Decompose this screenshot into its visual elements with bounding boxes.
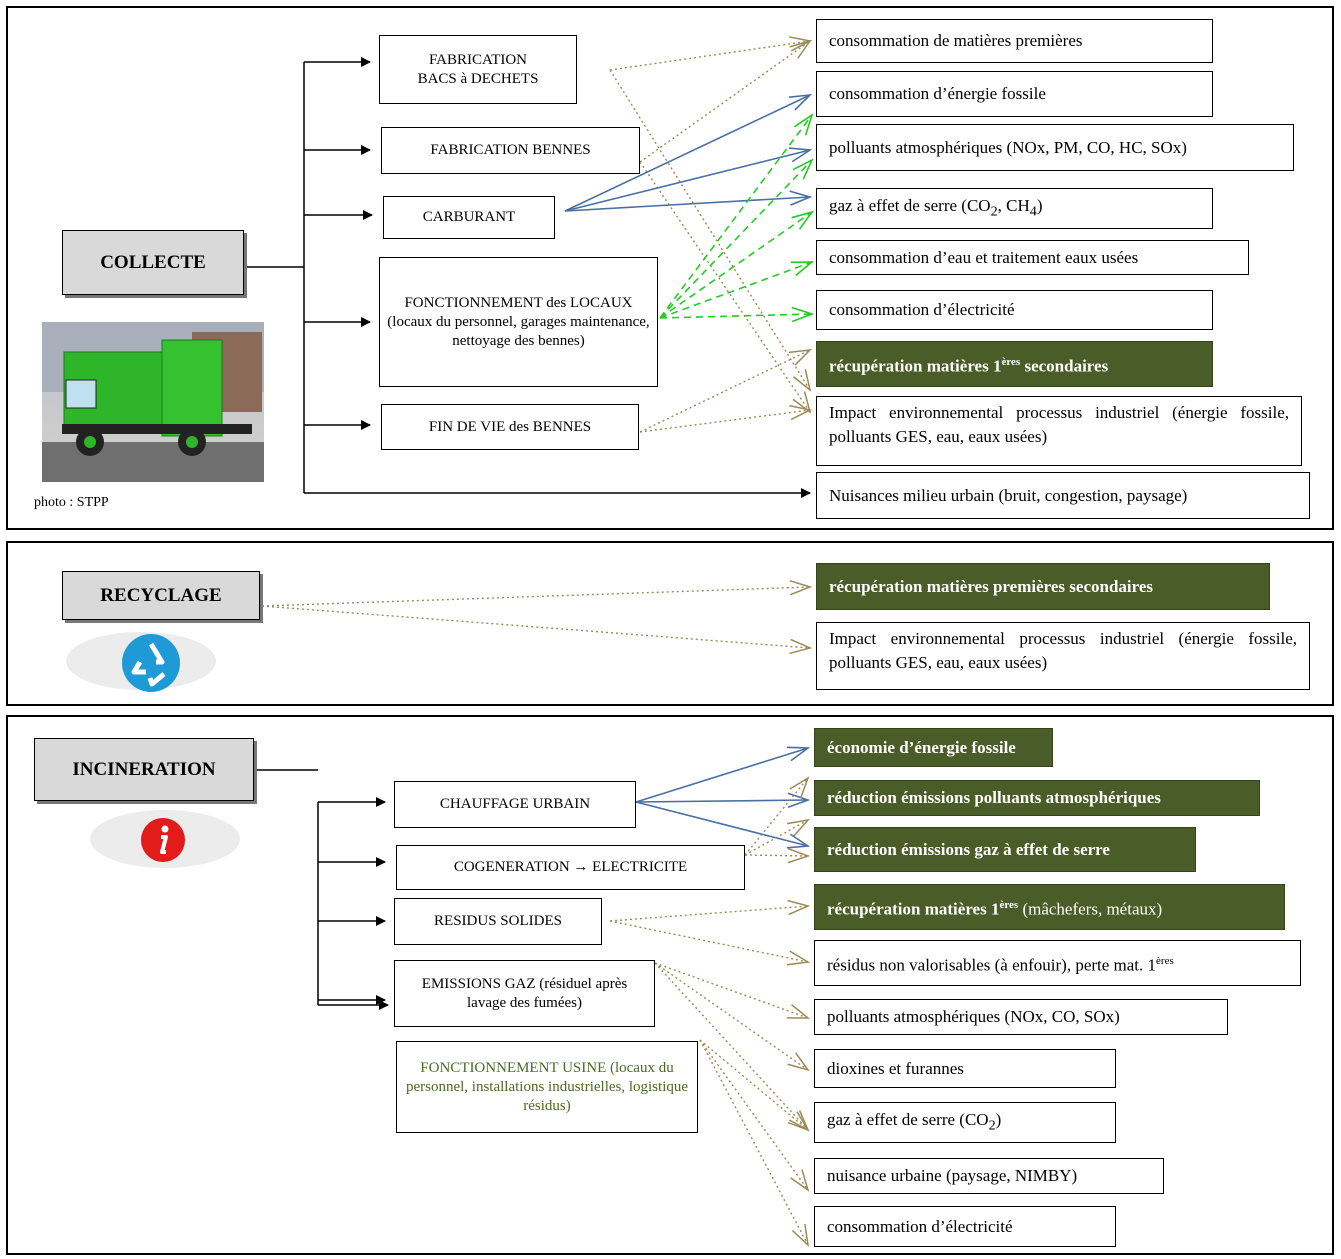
- impact-dioxines-furannes: dioxines et furannes: [814, 1049, 1116, 1088]
- impact-nuisances-urbaines: Nuisances milieu urbain (bruit, congesti…: [816, 472, 1310, 519]
- impact-nuisance-urbaine: nuisance urbaine (paysage, NIMBY): [814, 1158, 1164, 1194]
- impact-economie-energie: économie d’énergie fossile: [814, 728, 1053, 767]
- recyclage-processus-industriel: Impact environnemental processus industr…: [816, 622, 1310, 690]
- impact-reduction-ges: réduction émissions gaz à effet de serre: [814, 827, 1196, 872]
- impact-recuperation-matieres: récupération matières 1ères secondaires: [816, 341, 1213, 387]
- source-fabrication-bacs: FABRICATION BACS à DECHETS: [379, 35, 577, 104]
- impact-consommation-eau: consommation d’eau et traitement eaux us…: [816, 240, 1249, 275]
- source-fin-de-vie-bennes: FIN DE VIE des BENNES: [381, 404, 639, 450]
- incineration-title: INCINERATION: [34, 738, 254, 801]
- source-carburant: CARBURANT: [383, 196, 555, 239]
- photo-caption: photo : STPP: [34, 495, 109, 510]
- cogeneration-text: COGENERATION → ELECTRICITE: [453, 859, 688, 875]
- garbage-truck-image: [42, 322, 264, 482]
- recycle-icon: [120, 632, 182, 694]
- source-fabrication-bennes: FABRICATION BENNES: [381, 127, 640, 174]
- recuperation-machefers-text: récupération matières 1ères (mâchefers, …: [827, 898, 1163, 919]
- impact-energie-fossile: consommation d’énergie fossile: [816, 71, 1213, 117]
- fabrication-bacs-line1: FABRICATION: [428, 51, 528, 68]
- info-icon: [140, 817, 186, 863]
- impact-gaz-effet-serre-incineration: gaz à effet de serre (CO2): [814, 1102, 1116, 1143]
- impact-processus-industriel: Impact environnemental processus industr…: [816, 396, 1302, 466]
- impact-polluants-atmospheriques: polluants atmosphériques (NOx, PM, CO, H…: [816, 124, 1294, 171]
- recuperation-text: récupération matières 1ères secondaires: [829, 355, 1109, 376]
- fabrication-bacs-line2: BACS à DECHETS: [417, 70, 539, 87]
- impact-polluants-atmospheriques-incineration: polluants atmosphériques (NOx, CO, SOx): [814, 999, 1228, 1035]
- impact-gaz-effet-serre: gaz à effet de serre (CO2, CH4): [816, 188, 1213, 229]
- source-chauffage-urbain: CHAUFFAGE URBAIN: [394, 781, 636, 828]
- impact-matieres-premieres: consommation de matières premières: [816, 19, 1213, 63]
- impact-recuperation-machefers: récupération matières 1ères (mâchefers, …: [814, 884, 1285, 930]
- source-cogeneration: COGENERATION → ELECTRICITE: [396, 845, 745, 890]
- right-arrow-icon: →: [573, 859, 589, 875]
- source-fonctionnement-locaux: FONCTIONNEMENT des LOCAUX (locaux du per…: [379, 257, 658, 387]
- residus-text: résidus non valorisables (à enfouir), pe…: [827, 954, 1174, 975]
- collecte-title: COLLECTE: [62, 230, 244, 295]
- impact-consommation-electricite-incineration: consommation d’électricité: [814, 1206, 1116, 1247]
- ges-incineration-text: gaz à effet de serre (CO2): [827, 1109, 1002, 1134]
- recyclage-title: RECYCLAGE: [62, 571, 260, 620]
- source-emissions-gaz: EMISSIONS GAZ (résiduel après lavage des…: [394, 960, 655, 1027]
- impact-reduction-polluants: réduction émissions polluants atmosphéri…: [814, 780, 1260, 816]
- source-residus-solides: RESIDUS SOLIDES: [394, 898, 602, 945]
- source-fonctionnement-usine: FONCTIONNEMENT USINE (locaux du personne…: [396, 1041, 698, 1133]
- ges-text: gaz à effet de serre (CO2, CH4): [829, 195, 1043, 220]
- recyclage-recuperation: récupération matières premières secondai…: [816, 563, 1270, 610]
- impact-consommation-electricite: consommation d’électricité: [816, 290, 1213, 330]
- impact-residus-non-valorisables: résidus non valorisables (à enfouir), pe…: [814, 940, 1301, 986]
